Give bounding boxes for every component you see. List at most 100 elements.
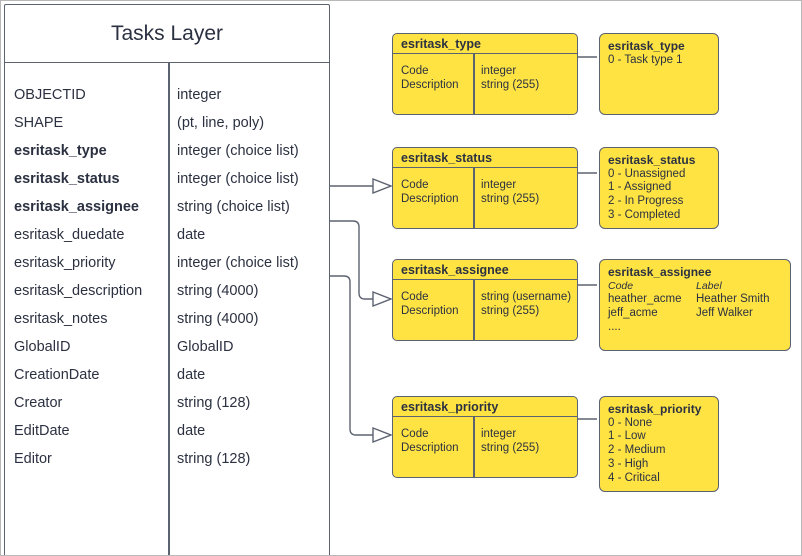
- domain-esritask-assignee: esritask_assignee Code Label heather_acm…: [599, 259, 791, 351]
- field-type: GlobalID: [177, 339, 234, 355]
- table-row: esritask_duedate date: [5, 221, 329, 249]
- field-name: esritask_description: [14, 283, 143, 299]
- domain-code: jeff_acme: [608, 307, 658, 320]
- domain-value: 1 - Assigned: [608, 181, 672, 194]
- row-type: string (255): [481, 305, 540, 317]
- field-name: GlobalID: [14, 339, 71, 355]
- row-type: string (255): [481, 79, 540, 91]
- table-row: SHAPE (pt, line, poly): [5, 109, 329, 137]
- table-header: esritask_assignee: [393, 260, 577, 280]
- table-header: esritask_status: [393, 148, 577, 168]
- field-name: esritask_assignee: [14, 199, 139, 215]
- arrow-assignee: [372, 290, 393, 308]
- table-row: Creator string (128): [5, 389, 329, 417]
- row-label: Description: [401, 193, 459, 205]
- domain-value: 0 - Task type 1: [608, 53, 683, 66]
- domain-value: 0 - None: [608, 416, 653, 429]
- table-body: Code Description integer string (255): [393, 417, 577, 477]
- field-name: esritask_status: [14, 171, 120, 187]
- domain-row: heather_acme Heather Smith: [608, 293, 782, 307]
- field-name: Editor: [14, 451, 52, 467]
- row-label: Code: [401, 291, 429, 303]
- row-label: Code: [401, 65, 429, 77]
- table-row: CreationDate date: [5, 361, 329, 389]
- page-title: Tasks Layer: [5, 5, 329, 63]
- domain-col-headers: Code Label: [608, 280, 782, 294]
- table-row: GlobalID GlobalID: [5, 333, 329, 361]
- table-row: esritask_type integer (choice list): [5, 137, 329, 165]
- field-type: integer (choice list): [177, 171, 299, 187]
- field-name: esritask_notes: [14, 311, 108, 327]
- domain-title: esritask_status: [608, 153, 696, 167]
- table-column-divider: [473, 280, 475, 340]
- domain-row: ....: [608, 321, 782, 335]
- row-label: Description: [401, 442, 459, 454]
- row-type: string (255): [481, 442, 540, 454]
- table-body: Code Description integer string (255): [393, 168, 577, 228]
- field-name: esritask_priority: [14, 255, 116, 271]
- table-col-names: Code Description: [393, 290, 473, 318]
- table-row: esritask_priority integer (choice list): [5, 249, 329, 277]
- field-name: esritask_duedate: [14, 227, 125, 243]
- domain-esritask-type: esritask_type 0 - Task type 1: [599, 33, 719, 115]
- entity-field-body: OBJECTID integer SHAPE (pt, line, poly) …: [5, 63, 329, 555]
- domain-value: 1 - Low: [608, 430, 646, 443]
- field-type: integer: [177, 87, 222, 103]
- row-label: Code: [401, 428, 429, 440]
- domain-title: esritask_type: [608, 39, 685, 53]
- field-type: date: [177, 423, 206, 439]
- table-column-divider: [473, 168, 475, 228]
- table-row: OBJECTID integer: [5, 81, 329, 109]
- table-header: esritask_priority: [393, 397, 577, 417]
- domain-code: ....: [608, 320, 621, 333]
- field-name: esritask_type: [14, 143, 107, 159]
- domain-esritask-status: esritask_status 0 - Unassigned 1 - Assig…: [599, 147, 719, 229]
- table-col-types: string (username) string (255): [473, 290, 571, 318]
- entity-column-divider: [168, 63, 170, 555]
- domain-value: 2 - In Progress: [608, 195, 684, 208]
- row-type: integer: [481, 65, 517, 77]
- field-name: OBJECTID: [14, 87, 86, 103]
- domain-col-header-code: Code: [608, 279, 634, 292]
- field-type: string (128): [177, 395, 251, 411]
- domain-value: 3 - Completed: [608, 208, 681, 221]
- table-col-names: Code Description: [393, 178, 473, 206]
- table-col-types: integer string (255): [473, 64, 539, 92]
- row-type: string (username): [481, 291, 572, 303]
- field-type: string (128): [177, 451, 251, 467]
- table-body: Code Description string (username) strin…: [393, 280, 577, 340]
- table-col-names: Code Description: [393, 427, 473, 455]
- domain-row: jeff_acme Jeff Walker: [608, 307, 782, 321]
- field-type: (pt, line, poly): [177, 115, 265, 131]
- table-row: esritask_assignee string (choice list): [5, 193, 329, 221]
- connector-assignee: [330, 220, 373, 300]
- field-name: EditDate: [14, 423, 70, 439]
- domain-label: Heather Smith: [696, 293, 770, 306]
- row-type: integer: [481, 428, 517, 440]
- row-label: Description: [401, 79, 459, 91]
- table-column-divider: [473, 417, 475, 477]
- table-col-names: Code Description: [393, 64, 473, 92]
- table-esritask-priority: esritask_priority Code Description integ…: [392, 396, 578, 478]
- field-type: date: [177, 367, 206, 383]
- domain-title: esritask_priority: [608, 402, 702, 416]
- domain-esritask-priority: esritask_priority 0 - None 1 - Low 2 - M…: [599, 396, 719, 492]
- table-esritask-assignee: esritask_assignee Code Description strin…: [392, 259, 578, 341]
- table-col-types: integer string (255): [473, 178, 539, 206]
- row-label: Description: [401, 305, 459, 317]
- field-name: CreationDate: [14, 367, 100, 383]
- row-type: integer: [481, 179, 517, 191]
- field-name: Creator: [14, 395, 63, 411]
- table-body: Code Description integer string (255): [393, 54, 577, 114]
- table-row: esritask_status integer (choice list): [5, 165, 329, 193]
- field-type: string (4000): [177, 311, 259, 327]
- table-header: esritask_type: [393, 34, 577, 54]
- domain-col-header-label: Label: [696, 279, 722, 292]
- row-label: Code: [401, 179, 429, 191]
- connector-priority: [330, 275, 373, 436]
- arrow-status: [372, 177, 393, 195]
- field-type: integer (choice list): [177, 143, 299, 159]
- tasks-layer-entity: Tasks Layer OBJECTID integer SHAPE (pt, …: [4, 4, 330, 555]
- field-type: string (4000): [177, 283, 259, 299]
